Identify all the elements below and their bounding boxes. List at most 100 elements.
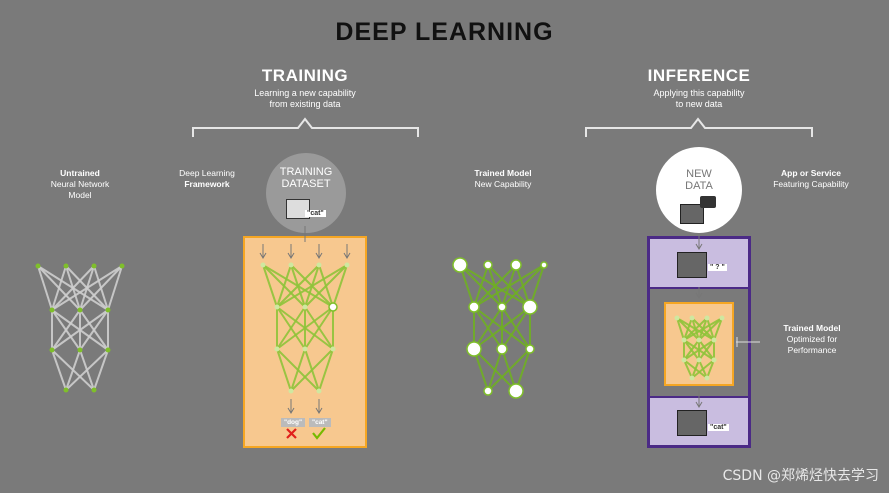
untrained-line2: Neural Network [50,179,110,189]
check-icon [312,427,326,440]
training-network-node [302,346,308,352]
untrained-network-edge [107,265,123,311]
training-network-edge [304,306,334,350]
trained-line1: Trained Model [453,168,553,179]
untrained-network-edge [51,309,81,351]
training-network-node [260,262,266,268]
training-network-node [274,346,280,352]
inference-subtitle-line1: Applying this capability [653,88,745,98]
cross-icon [286,428,297,439]
trained-network-edge [473,306,531,350]
trained-network-node [522,299,538,315]
optimized-network-node [681,337,687,343]
untrained-network-node [105,347,111,353]
training-network-edge [318,348,334,392]
untrained-network-edge [51,265,95,311]
down-arrow-icon [695,292,703,299]
training-network-edge [290,348,306,392]
optimized-network-node [689,315,695,321]
dataset-tag: "cat" [305,210,326,217]
trained-network-node [468,301,480,313]
training-network-node [274,304,280,310]
trained-network-edge [487,348,531,392]
inference-subtitle: Applying this capability to new data [599,88,799,110]
optimized-network-edge [691,359,700,379]
optimized-network-edge [683,317,708,341]
training-subtitle: Learning a new capability from existing … [205,88,405,110]
untrained-network-node [63,263,69,269]
framework-line2-text: Framework [184,179,230,189]
optimized-network-edge [676,317,685,341]
optimized-network-node [674,315,680,321]
optimized-network-edge [683,317,693,341]
trained-network-node [508,383,524,399]
down-arrow-icon [695,401,703,408]
optimized-network-node [696,357,702,363]
cat-image-icon [677,410,707,436]
training-network-edge [290,348,334,392]
trained-network-node [540,261,548,269]
optimized-network-edge [698,317,723,341]
down-arrow-icon [695,243,703,250]
camera-icon [700,196,716,208]
trained-network-node [466,341,482,357]
trained-line2: New Capability [474,179,532,189]
untrained-network-edge [51,309,109,351]
trained-network-edge [473,264,489,308]
dataset-line1: TRAINING [279,166,333,178]
untrained-network-node [49,307,55,313]
new-data-line1: NEW [686,168,712,180]
dataset-line2: DATASET [281,178,331,190]
result-tag: "cat" [708,424,729,431]
optimized-network-node [711,337,717,343]
training-bracket [192,117,419,137]
cat-image-icon [677,252,707,278]
new-data-circle [656,147,742,233]
untrained-network-edge [65,349,81,391]
trained-model-label: Trained Model New Capability [453,168,553,190]
output-cat-tag: "cat" [309,418,331,427]
trained-network-edge [473,264,517,308]
untrained-network-edge [37,265,53,311]
trained-network-edge [473,264,545,308]
app-service-label: App or Service Featuring Capability [761,168,861,190]
optimized-line3: Performance [787,345,837,355]
untrained-label: Untrained Neural Network Model [30,168,130,201]
untrained-network-node [49,347,55,353]
training-network-edge [276,306,306,350]
optimized-network-edge [683,339,715,361]
cat-image-icon [680,204,704,224]
trained-line1-text: Trained Model [474,168,532,178]
training-network-node [316,262,322,268]
trained-network-edge [487,348,503,392]
trained-network-node [496,343,508,355]
optimized-network-edge [683,339,700,361]
app-line2: Featuring Capability [773,179,849,189]
training-network-edge [276,264,320,308]
app-line1: App or Service [761,168,861,179]
untrained-line3: Model [68,190,92,200]
new-data-text: NEW DATA [656,168,742,192]
training-network-edge [276,306,334,350]
watermark: CSDN @郑烯烃快去学习 [722,468,879,484]
down-arrow-icon [287,252,295,259]
untrained-network-node [91,387,97,393]
training-dataset-text: TRAINING DATASET [262,166,350,190]
trained-network-edge [473,306,503,350]
optimized-network-node [704,375,710,381]
untrained-network-node [63,387,69,393]
training-network-edge [276,348,292,392]
output-dog-tag: "dog" [281,418,306,427]
optimized-network-edge [683,359,693,379]
cat-image-icon [286,199,310,219]
optimized-network-node [719,315,725,321]
training-network-edge [262,264,278,308]
untrained-network-node [91,263,97,269]
optimized-network-node [689,375,695,381]
optimized-network-edge [713,317,723,341]
untrained-line1: Untrained [30,168,130,179]
optimized-network-node [696,337,702,343]
untrained-network-edge [93,349,109,391]
training-network-edge [304,264,348,308]
